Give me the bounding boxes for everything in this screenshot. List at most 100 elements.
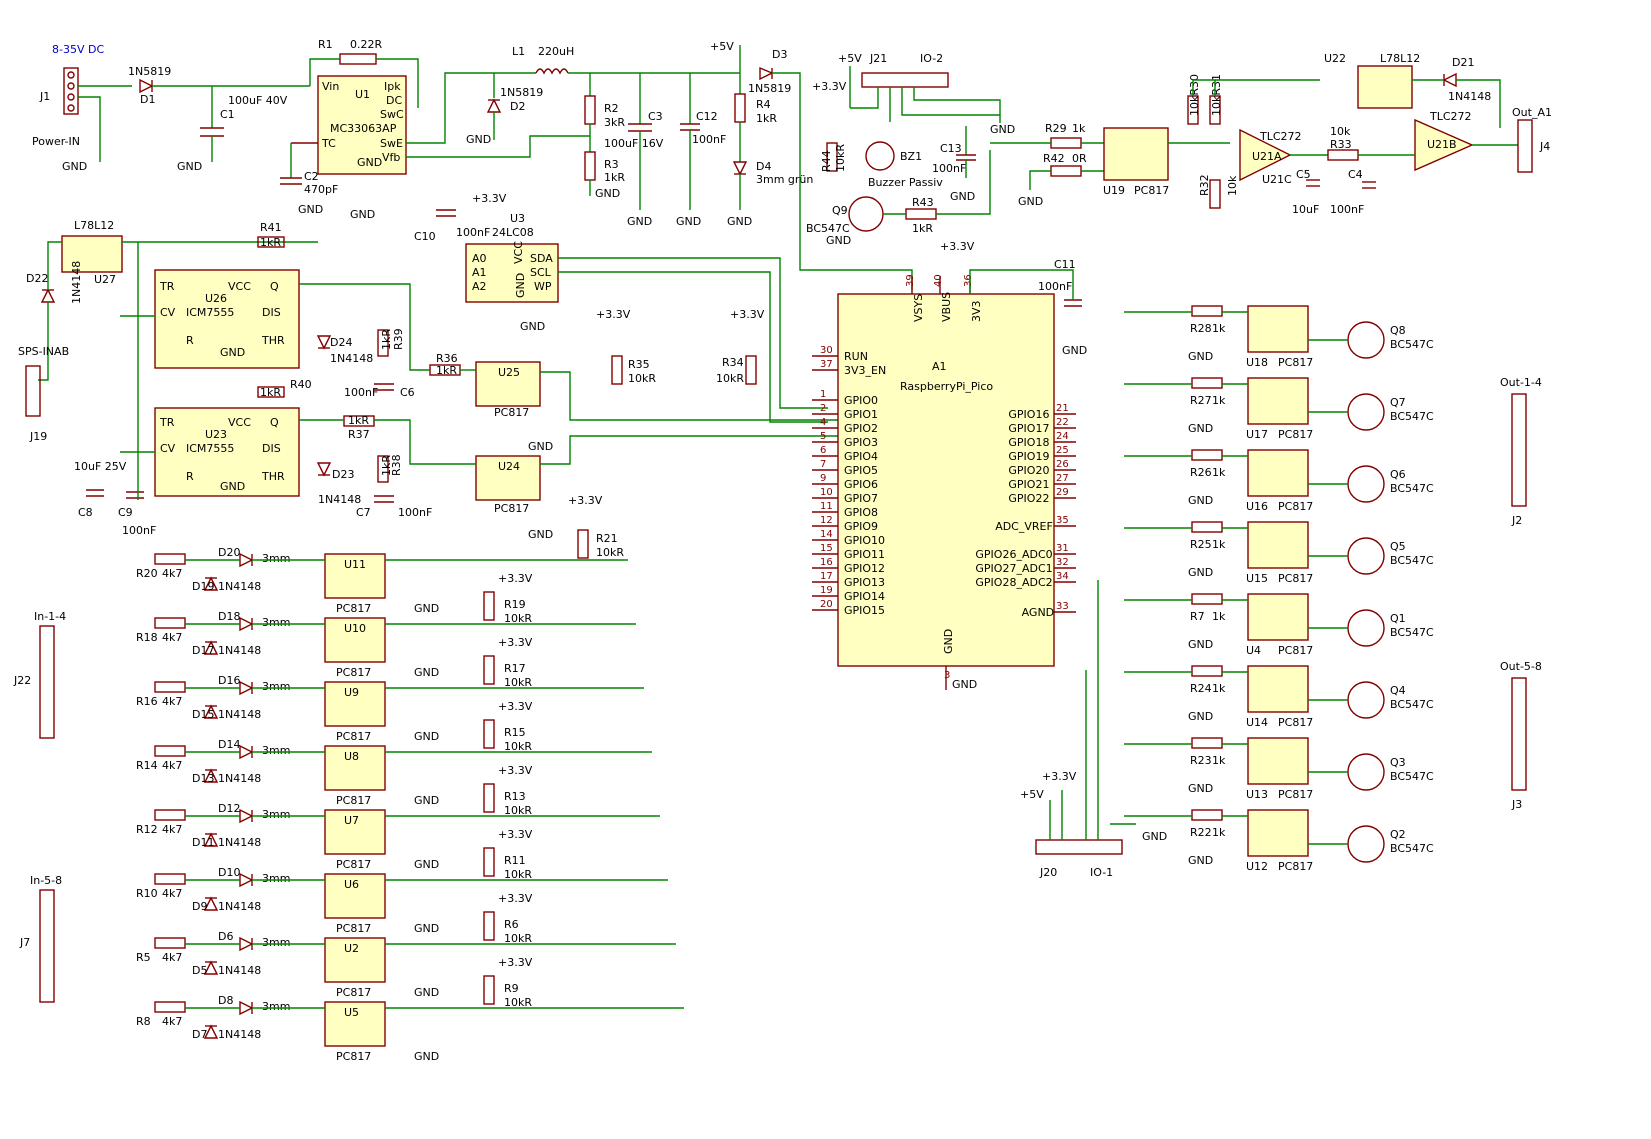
output-transistor: [1347, 393, 1385, 431]
input-pullup-val: 10kR: [504, 740, 532, 753]
output-transistor: [1347, 681, 1385, 719]
pico-pin-num: 6: [820, 445, 826, 456]
r38-val: 1kR: [380, 455, 393, 476]
r4-ref: R4: [756, 98, 771, 111]
output-gnd: GND: [1188, 638, 1213, 651]
output-optocoupler: [1247, 737, 1309, 785]
j1-connector[interactable]: [63, 67, 79, 115]
input-led-ref: D12: [218, 802, 240, 815]
c8-val: 10uF 25V: [74, 460, 127, 473]
pico-pin-num: 21: [1056, 403, 1069, 414]
input-pullup-val: 10kR: [504, 996, 532, 1009]
u19-ref: U19: [1103, 184, 1125, 197]
input-resistor-val: 4k7: [162, 823, 182, 836]
j22-ref: J22: [13, 674, 31, 687]
j7-connector[interactable]: [39, 889, 55, 1003]
u3-pin-a1: A1: [472, 266, 487, 279]
bz1-val: Buzzer Passiv: [868, 176, 943, 189]
r42-val: 0R: [1072, 152, 1087, 165]
pico-gnd-label: GND: [952, 678, 977, 691]
j2-connector[interactable]: [1511, 393, 1527, 507]
output-transistor-ref: Q7: [1390, 396, 1406, 409]
pico-pin-num: 4: [820, 417, 826, 428]
output-resistor: [1191, 737, 1223, 749]
j4-connector[interactable]: [1517, 119, 1533, 173]
c13-gnd-label: GND: [950, 190, 975, 203]
input-resistor-val: 4k7: [162, 567, 182, 580]
output-transistor-ref: Q3: [1390, 756, 1406, 769]
d22-val: 1N4148: [70, 261, 83, 304]
output-resistor: [1191, 521, 1223, 533]
u3-gnd-label: GND: [520, 320, 545, 333]
input-resistor: [154, 617, 186, 629]
c2-gnd-label: GND: [298, 203, 323, 216]
pico-pin-num: 10: [820, 487, 833, 498]
c3-gnd-label: GND: [627, 215, 652, 228]
c13-ref: C13: [940, 142, 962, 155]
j20-name: IO-1: [1090, 866, 1113, 879]
q9-gnd-label: GND: [826, 234, 851, 247]
input-led-icon: [239, 872, 254, 888]
c10-val: 100nF: [456, 226, 490, 239]
d4-gnd-label: GND: [727, 215, 752, 228]
u19-val: PC817: [1134, 184, 1169, 197]
output-transistor: [1347, 321, 1385, 359]
output-opto-val: PC817: [1278, 572, 1313, 585]
output-resistor-val: 1k: [1212, 682, 1226, 695]
pico-pin-num: 37: [820, 359, 833, 370]
u23-pin-vcc: VCC: [228, 416, 251, 429]
pico-pin-num: 29: [1056, 487, 1069, 498]
input-pullup-ref: R19: [504, 598, 526, 611]
output-optocoupler: [1247, 305, 1309, 353]
output-transistor: [1347, 537, 1385, 575]
pico-pin-name: GPIO5: [844, 464, 878, 477]
input-pullup-resistor: [483, 591, 495, 621]
q9-ref: Q9: [832, 204, 848, 217]
input-diode-val: 1N4148: [218, 964, 261, 977]
input-pullup-plus33: +3.3V: [498, 700, 533, 713]
pico-pin-name: 3V3_EN: [844, 364, 886, 377]
input-resistor-val: 4k7: [162, 951, 182, 964]
output-gnd: GND: [1188, 422, 1213, 435]
input-diode-val: 1N4148: [218, 708, 261, 721]
io2-plus33-label: +3.3V: [812, 80, 847, 93]
r1-resistor: [339, 53, 377, 65]
output-resistor: [1191, 665, 1223, 677]
bz1-ref: BZ1: [900, 150, 922, 163]
u3-val: 24LC08: [492, 226, 534, 239]
r40-ref: R40: [290, 378, 312, 391]
c12-ref: C12: [696, 110, 718, 123]
input-opto-gnd: GND: [414, 730, 439, 743]
j3-ref: J3: [1511, 798, 1522, 811]
input-led-val: 3mm: [262, 680, 290, 693]
c8-ref: C8: [78, 506, 93, 519]
input-led-icon: [239, 936, 254, 952]
d22-ref: D22: [26, 272, 48, 285]
r43-val: 1kR: [912, 222, 933, 235]
pico-pin-name: GPIO17: [1008, 422, 1049, 435]
j21-header[interactable]: [861, 72, 949, 88]
u24-gnd-label: GND: [528, 528, 553, 541]
r3-ref: R3: [604, 158, 619, 171]
u27-ref: U27: [94, 273, 116, 286]
input-pullup-ref: R9: [504, 982, 519, 995]
u1-pin-ipk: Ipk: [384, 80, 401, 93]
j3-connector[interactable]: [1511, 677, 1527, 791]
u25-gnd-label: GND: [528, 440, 553, 453]
d2-val: 1N5819: [500, 86, 543, 99]
c10-ref: C10: [414, 230, 436, 243]
output-opto-ref: U14: [1246, 716, 1268, 729]
u1-mc33063: [317, 75, 407, 175]
j20-header[interactable]: [1035, 839, 1123, 855]
input-resistor: [154, 937, 186, 949]
r44-val: 10kR: [834, 144, 847, 172]
u23-pin-q: Q: [270, 416, 279, 429]
d23-val: 1N4148: [318, 493, 361, 506]
input-opto-gnd: GND: [414, 602, 439, 615]
input-diode-val: 1N4148: [218, 1028, 261, 1041]
j22-connector[interactable]: [39, 625, 55, 739]
j19-connector[interactable]: [25, 365, 41, 417]
